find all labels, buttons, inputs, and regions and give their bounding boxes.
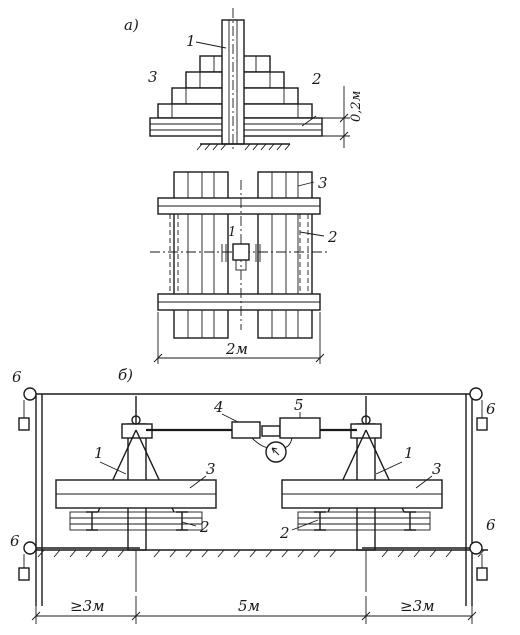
- jack-4: [231, 421, 261, 439]
- leader-2: [301, 115, 317, 127]
- rails-right: [314, 511, 416, 531]
- panel-b-setup: [18, 387, 488, 624]
- b-callout-1-left: 1: [94, 444, 104, 462]
- leaders-4-5: [221, 412, 301, 423]
- callout-2: 2: [311, 70, 322, 88]
- bottom-dimension: [35, 596, 473, 624]
- outer-posts: [35, 394, 473, 606]
- pile-extensions: [135, 550, 367, 592]
- leader-1: [195, 41, 227, 49]
- plan-callout-1: 1: [228, 225, 236, 240]
- b-callout-5: 5: [294, 396, 304, 414]
- dim-ticks: [339, 113, 349, 141]
- plan-callout-3: 3: [318, 174, 328, 192]
- indicator-top-right: [469, 387, 488, 431]
- b-callout-6-top-right: 6: [486, 400, 496, 418]
- width-dimension-label: 2м: [225, 340, 248, 358]
- indicator-bottom-left: [18, 541, 140, 581]
- rails-left: [86, 511, 188, 531]
- plan-pile-ticks: [221, 244, 261, 262]
- b-callout-3-right: 3: [432, 460, 442, 478]
- leaders-2: [181, 519, 319, 531]
- b-callout-2-left: 2: [199, 518, 210, 536]
- leaders-1: [99, 461, 403, 475]
- plan-long-timbers: [169, 214, 309, 294]
- plan-pile-head: [232, 243, 250, 261]
- b-callout-6-bottom-right: 6: [486, 516, 496, 534]
- plan-callout-2: 2: [327, 228, 338, 246]
- panel-a-plan: [150, 171, 330, 364]
- panel-a-label: а): [124, 16, 139, 34]
- dim-middle-label: 5м: [238, 597, 260, 615]
- jack-5: [279, 417, 321, 439]
- dim-right-label: ≥3м: [400, 597, 435, 615]
- b-callout-3-left: 3: [206, 460, 216, 478]
- plan-right-blocks: [257, 171, 313, 339]
- indicator-bottom-right: [362, 541, 488, 581]
- height-dimension: [322, 86, 350, 148]
- height-dimension-label: 0,2м: [349, 91, 364, 122]
- b-callout-2-right: 2: [279, 524, 290, 542]
- indicator-top-left: [18, 387, 37, 431]
- panel-a-elevation: [149, 8, 350, 151]
- panel-b-label: б): [118, 366, 133, 384]
- b-callout-4: 4: [213, 398, 224, 416]
- pile-lines: [228, 20, 238, 144]
- ground-hatch: [196, 143, 291, 151]
- width-dimension: [157, 312, 321, 364]
- b-callout-6-bottom-left: 6: [10, 532, 20, 550]
- b-callout-6-top-left: 6: [12, 368, 22, 386]
- dim-left-label: ≥3м: [70, 597, 105, 615]
- leaders-3: [189, 475, 433, 489]
- callout-1: 1: [186, 32, 196, 50]
- b-callout-1-right: 1: [404, 444, 414, 462]
- gauge-needle: [271, 447, 280, 456]
- block-joints: [171, 56, 299, 118]
- beams-2-left: [69, 511, 203, 531]
- ground-hatch-b: [37, 549, 485, 558]
- beams-2-right: [297, 511, 431, 531]
- plan-left-blocks: [173, 171, 229, 339]
- callout-3: 3: [148, 68, 158, 86]
